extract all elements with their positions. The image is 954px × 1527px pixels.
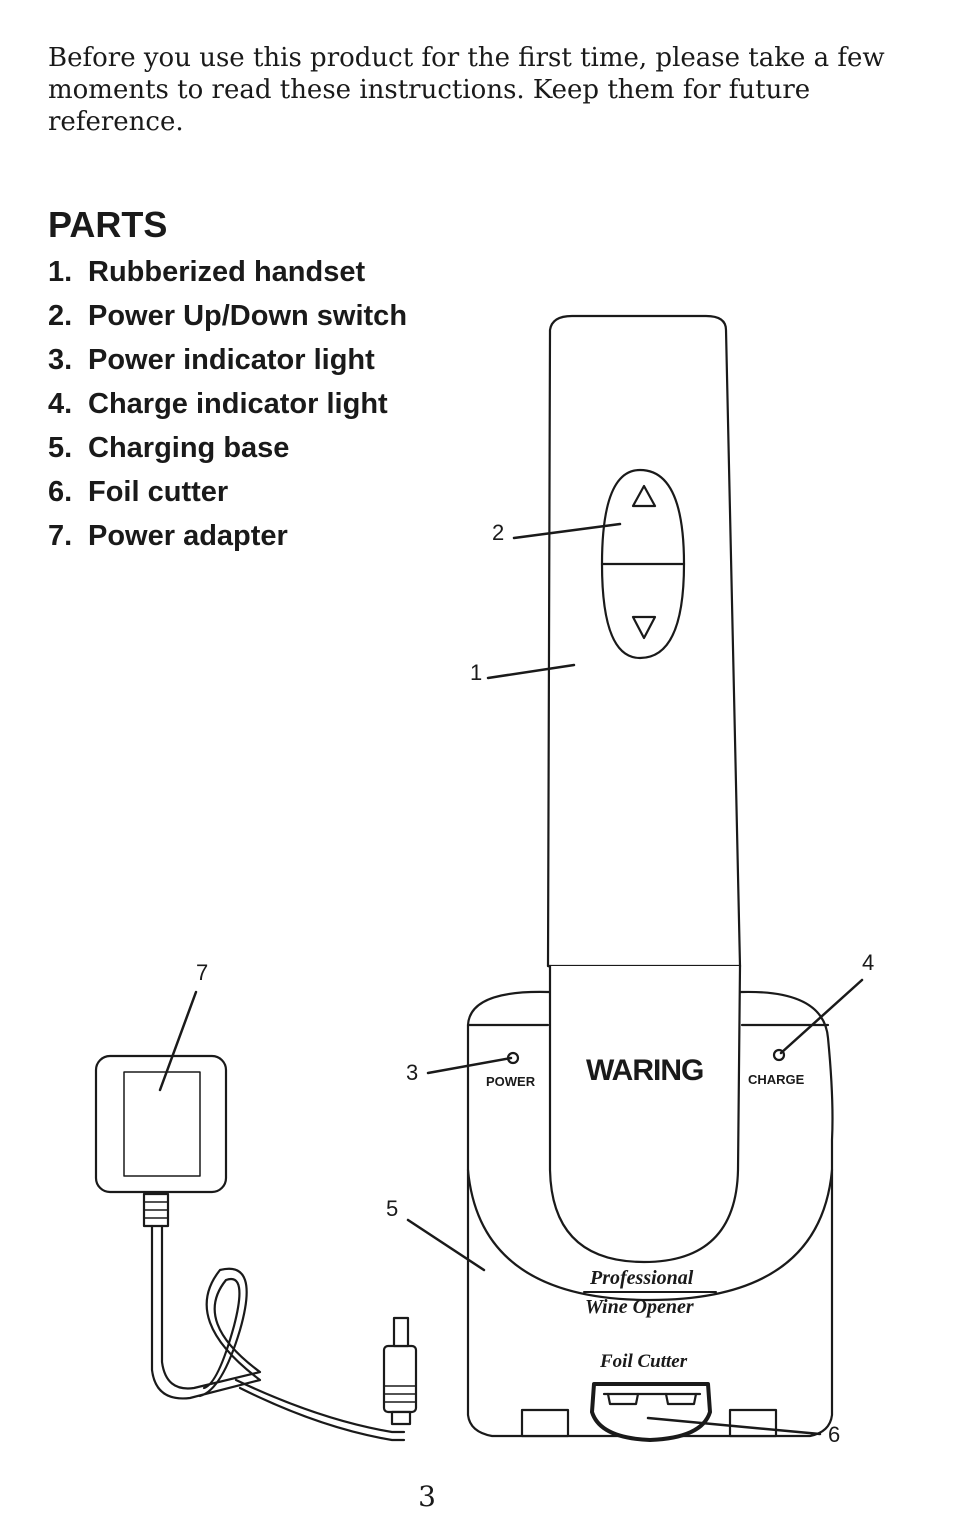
callout-6: 6 [828,1422,840,1447]
part-label: Power Up/Down switch [88,300,408,332]
power-switch [600,468,686,660]
parts-heading: PARTS [48,204,168,245]
part-number: 3. [48,344,73,376]
part-number: 1. [48,256,73,288]
part-number: 5. [48,432,73,464]
part-label: Power indicator light [88,344,375,376]
rubberized-handset [546,314,742,1264]
part-number: 6. [48,476,73,508]
intro-paragraph: Before you use this product for the firs… [48,43,885,137]
list-item: 1. Rubberized handset [48,250,407,294]
list-item: 6. Foil cutter [48,470,407,514]
list-item: 5. Charging base [48,426,407,470]
callout-1: 1 [470,660,482,685]
parts-list: 1. Rubberized handset 2. Power Up/Down swi… [48,250,407,558]
part-label: Foil cutter [88,476,229,508]
callout-lines [158,522,864,1436]
part-label: Power adapter [88,520,288,552]
product-name-line1: Professional [589,1267,694,1289]
part-label: Rubberized handset [88,256,366,288]
part-label: Charge indicator light [88,388,388,420]
foil-cutter [590,1382,712,1442]
callout-7: 7 [196,960,208,985]
part-label: Charging base [88,432,290,464]
callout-2: 2 [492,520,504,545]
callout-3: 3 [406,1060,418,1085]
down-arrow-icon [631,615,657,640]
list-item: 2. Power Up/Down switch [48,294,407,338]
part-number: 2. [48,300,73,332]
list-item: 3. Power indicator light [48,338,407,382]
up-arrow-icon [631,484,657,508]
page-number: 3 [418,1480,436,1513]
power-adapter [94,1054,418,1442]
part-number: 7. [48,520,73,552]
power-label: POWER [486,1074,536,1089]
product-name-line2: Wine Opener [585,1296,694,1318]
charge-label: CHARGE [748,1072,805,1087]
part-number: 4. [48,388,73,420]
brand-logo: WARING [586,1054,703,1087]
list-item: 7. Power adapter [48,514,407,558]
list-item: 4. Charge indicator light [48,382,407,426]
charge-indicator-light [772,1048,786,1062]
callout-4: 4 [862,950,874,975]
callout-5: 5 [386,1196,398,1221]
foil-cutter-label: Foil Cutter [599,1351,688,1372]
